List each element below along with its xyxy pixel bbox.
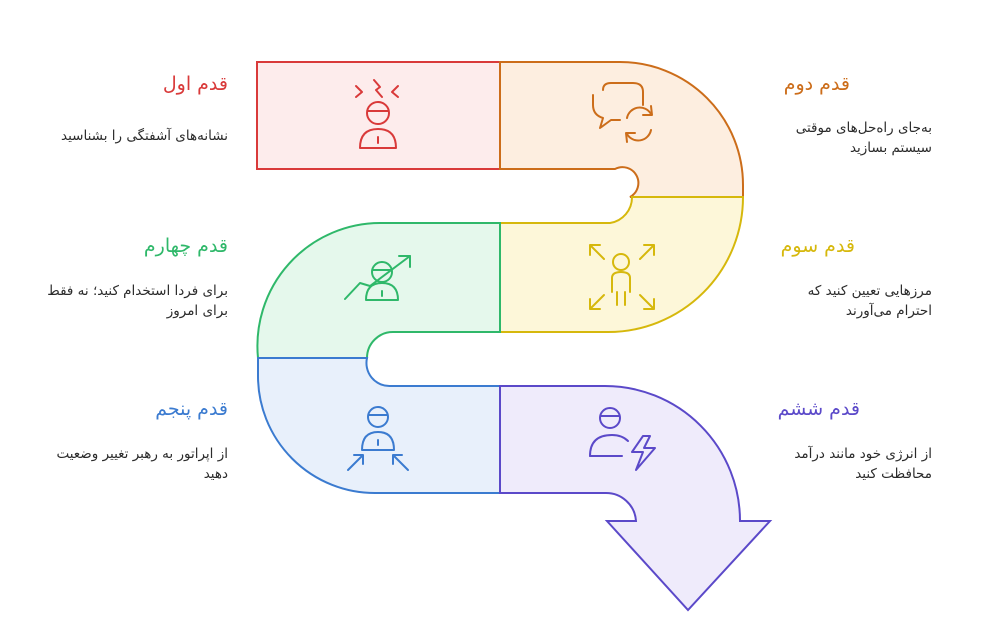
step-4-segment xyxy=(256,222,501,359)
step-5-description: از اپراتور به رهبر تغییر وضعیت دهید xyxy=(56,446,228,482)
step-2-segment xyxy=(499,61,744,198)
step-1-title: قدم اول xyxy=(162,73,228,95)
step-5-segment xyxy=(257,357,501,494)
step-6-segment xyxy=(499,385,773,612)
step-4-description: برای فردا استخدام کنید؛ نه فقط برای امرو… xyxy=(47,283,228,319)
person-growth-icon xyxy=(344,255,411,301)
step-3-segment xyxy=(499,196,745,333)
step-2-title: قدم دوم xyxy=(783,73,850,95)
person-focus-icon xyxy=(347,406,409,471)
person-boundaries-icon xyxy=(589,244,655,310)
step-3-description: مرزهایی تعیین کنید که احترام می‌آورند xyxy=(807,283,932,319)
step-1-segment xyxy=(256,61,501,170)
chat-refresh-icon xyxy=(592,82,653,143)
step-4-title: قدم چهارم xyxy=(143,235,228,257)
step-2-description: به‌جای راه‌حل‌های موقتی سیستم بسازید xyxy=(795,120,932,156)
step-5-title: قدم پنجم xyxy=(155,398,228,420)
step-1-description: نشانه‌های آشفتگی را بشناسید xyxy=(61,128,228,144)
step-6-description: از انرژی خود مانند درآمد محافظت کنید xyxy=(794,446,932,482)
person-energy-icon xyxy=(589,407,656,471)
step-3-title: قدم سوم xyxy=(780,235,855,257)
step-6-title: قدم ششم xyxy=(777,398,860,420)
stressed-person-icon xyxy=(355,79,399,149)
